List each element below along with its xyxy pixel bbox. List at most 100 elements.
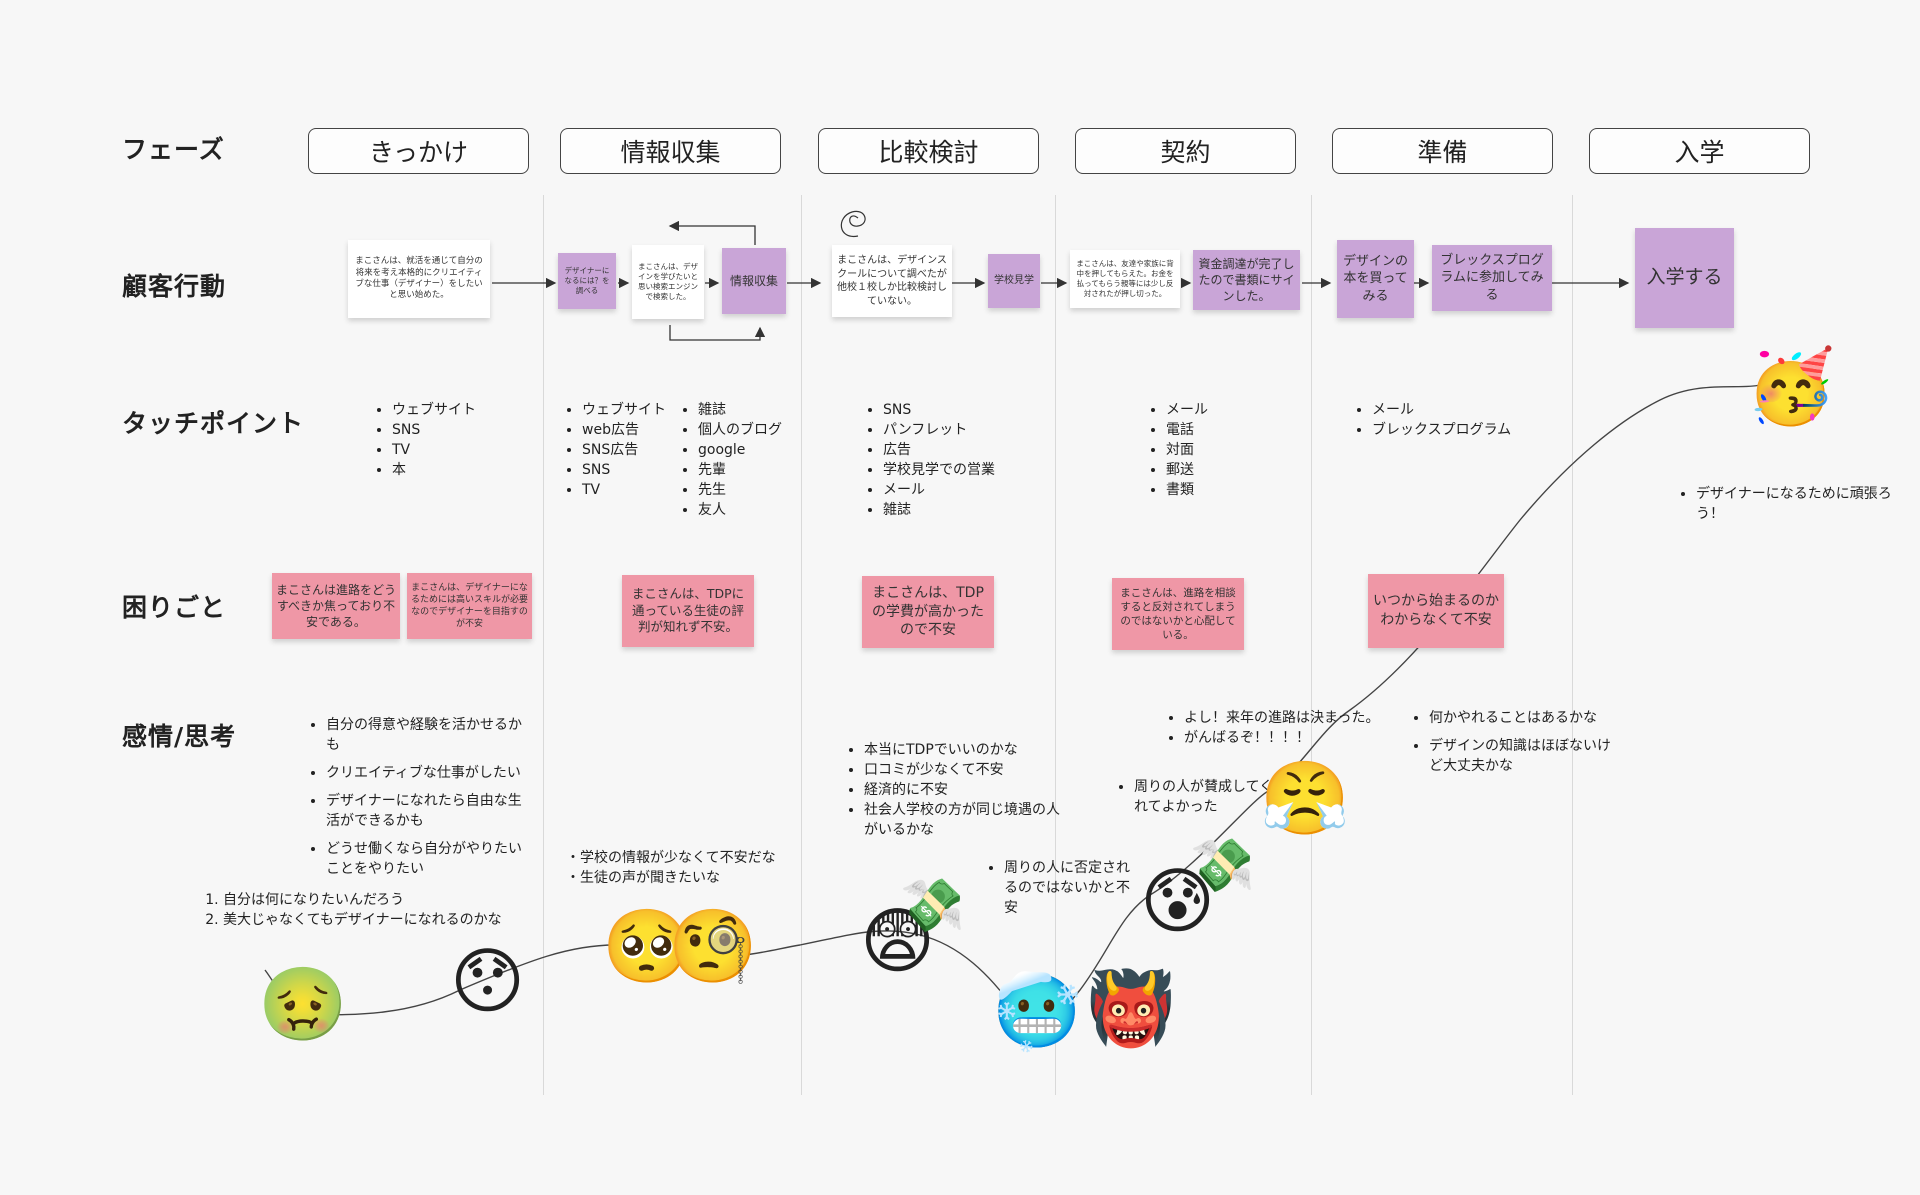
- touchpoint-item: メール: [1166, 400, 1208, 420]
- ogre-icon: 👹: [1086, 966, 1176, 1050]
- action-note[interactable]: 学校見学: [988, 254, 1040, 308]
- column-divider: [1055, 195, 1056, 1095]
- emotion-list: 周りの人が賛成してくれてよかった: [1118, 777, 1274, 825]
- nauseated-face-icon: 🤢: [258, 962, 348, 1046]
- loop-arrow: [668, 220, 756, 245]
- emotion-item: クリエイティブな仕事がしたい: [326, 763, 531, 783]
- row-label-emotion: 感情/思考: [122, 722, 237, 751]
- emotion-list: 周りの人に否定されるのではないかと不安: [988, 858, 1134, 926]
- touchpoint-item: ブレックスプログラム: [1372, 420, 1511, 440]
- emotion-item: 生徒の声が聞きたいな: [580, 868, 810, 888]
- anxious-sweat-face-icon: 😰: [1140, 859, 1216, 943]
- pain-note[interactable]: まこさんは、進路を相談すると反対されてしまうのではないかと心配している。: [1112, 578, 1244, 650]
- touchpoint-item: 対面: [1166, 440, 1208, 460]
- money-wings-icon: 💸: [1190, 836, 1255, 896]
- emotion-item: 本当にTDPでいいのかな: [864, 740, 1064, 760]
- action-note[interactable]: まこさんは、就活を通じて自分の将来を考え本格的にクリエイティブな仕事（デザイナー…: [348, 240, 490, 318]
- emotion-list: 学校の情報が少なくて不安だな 生徒の声が聞きたいな: [566, 848, 810, 888]
- action-note[interactable]: まこさんは、デザインスクールについて調べたが他校１校しか比較検討していない。: [832, 245, 952, 317]
- action-note[interactable]: デザインの本を買ってみる: [1337, 240, 1414, 318]
- touchpoint-list: ウェブサイト SNS TV 本: [376, 400, 476, 480]
- emotion-item: 自分の得意や経験を活かせるかも: [326, 715, 531, 755]
- touchpoint-item: SNS: [392, 420, 476, 440]
- emotion-item: 口コミが少なくて不安: [864, 760, 1064, 780]
- triumph-face-icon: 😤: [1260, 756, 1350, 840]
- emotion-item: 周りの人が賛成してくれてよかった: [1134, 777, 1274, 817]
- row-label-action: 顧客行動: [122, 272, 227, 301]
- pain-note[interactable]: まこさんは、TDPの学費が高かったので不安: [862, 576, 994, 648]
- pain-note[interactable]: いつから始まるのかわからなくて不安: [1368, 574, 1504, 648]
- row-label-pain: 困りごと: [122, 593, 227, 622]
- emotion-item: 社会人学校の方が同じ境遇の人がいるかな: [864, 800, 1064, 840]
- touchpoint-item: SNS: [582, 460, 666, 480]
- touchpoint-item: TV: [392, 440, 476, 460]
- emotion-curve: [264, 384, 1761, 1026]
- touchpoint-item: 学校見学での営業: [883, 460, 995, 480]
- emotion-list: 何かやれることはあるかな デザインの知識はほぼないけど大丈夫かな: [1413, 708, 1619, 784]
- column-divider: [801, 195, 802, 1095]
- touchpoint-item: 友人: [698, 500, 782, 520]
- phase-prepare[interactable]: 準備: [1332, 128, 1553, 174]
- action-note[interactable]: まこさんは、デザインを学びたいと思い検索エンジンで検索した。: [632, 245, 704, 319]
- touchpoint-item: 先輩: [698, 460, 782, 480]
- action-note[interactable]: 情報収集: [722, 248, 786, 314]
- touchpoint-item: SNS: [883, 400, 995, 420]
- emotion-item: よし！来年の進路は決まった。: [1184, 708, 1404, 728]
- touchpoint-item: メール: [883, 480, 995, 500]
- phase-contract[interactable]: 契約: [1075, 128, 1296, 174]
- touchpoint-list: 雑誌 個人のブログ google 先輩 先生 友人: [682, 400, 782, 520]
- touchpoint-list: メール 電話 対面 郵送 書類: [1150, 400, 1208, 500]
- emotion-list: 自分の得意や経験を活かせるかも クリエイティブな仕事がしたい デザイナーになれた…: [308, 715, 531, 887]
- touchpoint-list: ウェブサイト web広告 SNS広告 SNS TV: [566, 400, 666, 500]
- touchpoint-item: 広告: [883, 440, 995, 460]
- scribble-icon: [840, 210, 866, 237]
- action-note[interactable]: 資金調達が完了したので書類にサインした。: [1193, 250, 1300, 310]
- emotion-item: どうせ働くなら自分がやりたいことをやりたい: [326, 839, 531, 879]
- monocle-face-icon: 🧐: [668, 904, 758, 988]
- row-label-touchpoint: タッチポイント: [122, 409, 305, 438]
- touchpoint-item: 先生: [698, 480, 782, 500]
- phase-compare[interactable]: 比較検討: [818, 128, 1039, 174]
- touchpoint-item: 個人のブログ: [698, 420, 782, 440]
- emotion-item: がんばるぞ！！！！: [1184, 728, 1404, 748]
- action-note[interactable]: まこさんは、友達や家族に背中を押してもらえた。お金を払ってもらう親等には少し反対…: [1070, 250, 1180, 308]
- pain-note[interactable]: まこさんは、TDPに通っている生徒の評判が知れず不安。: [622, 575, 754, 647]
- phase-trigger[interactable]: きっかけ: [308, 128, 529, 174]
- money-wings-icon: 💸: [900, 876, 965, 936]
- phase-research[interactable]: 情報収集: [560, 128, 781, 174]
- emotion-item: 何かやれることはあるかな: [1429, 708, 1619, 728]
- loop-arrow: [669, 325, 766, 341]
- touchpoint-item: ウェブサイト: [582, 400, 666, 420]
- touchpoint-item: 書類: [1166, 480, 1208, 500]
- touchpoint-item: web広告: [582, 420, 666, 440]
- touchpoint-item: SNS広告: [582, 440, 666, 460]
- touchpoint-item: パンフレット: [883, 420, 995, 440]
- cold-face-icon: 🥶: [992, 969, 1082, 1053]
- fearful-face-icon: 😨: [860, 899, 936, 983]
- column-divider: [1572, 195, 1573, 1095]
- action-note[interactable]: ブレックスプログラムに参加してみる: [1432, 245, 1552, 311]
- emotion-list: よし！来年の進路は決まった。 がんばるぞ！！！！: [1168, 708, 1404, 748]
- touchpoint-item: 電話: [1166, 420, 1208, 440]
- emotion-item: 経済的に不安: [864, 780, 1064, 800]
- touchpoint-item: TV: [582, 480, 666, 500]
- row-label-phase: フェーズ: [122, 135, 225, 164]
- phase-enroll[interactable]: 入学: [1589, 128, 1810, 174]
- touchpoint-item: 郵送: [1166, 460, 1208, 480]
- emotion-list: 本当にTDPでいいのかな 口コミが少なくて不安 経済的に不安 社会人学校の方が同…: [848, 740, 1064, 840]
- column-divider: [1311, 195, 1312, 1095]
- touchpoint-item: 本: [392, 460, 476, 480]
- action-note[interactable]: 入学する: [1635, 228, 1734, 328]
- action-note[interactable]: デザイナーになるには？を調べる: [558, 253, 616, 309]
- hushed-face-icon: 😯: [450, 939, 526, 1023]
- touchpoint-item: ウェブサイト: [392, 400, 476, 420]
- touchpoint-item: google: [698, 440, 782, 460]
- flow-arrows: [492, 210, 1630, 341]
- pleading-face-icon: 🥺: [602, 904, 692, 988]
- emotion-list: 自分は何になりたいんだろう 美大じゃなくてもデザイナーになれるのかな: [203, 890, 563, 930]
- emotion-item: 周りの人に否定されるのではないかと不安: [1004, 858, 1134, 918]
- column-divider: [543, 195, 544, 1095]
- pain-note[interactable]: まこさんは進路をどうすべきか焦っており不安である。: [272, 573, 400, 639]
- pain-note[interactable]: まこさんは、デザイナーになるためには高いスキルが必要なのでデザイナーを目指すのが…: [407, 573, 532, 639]
